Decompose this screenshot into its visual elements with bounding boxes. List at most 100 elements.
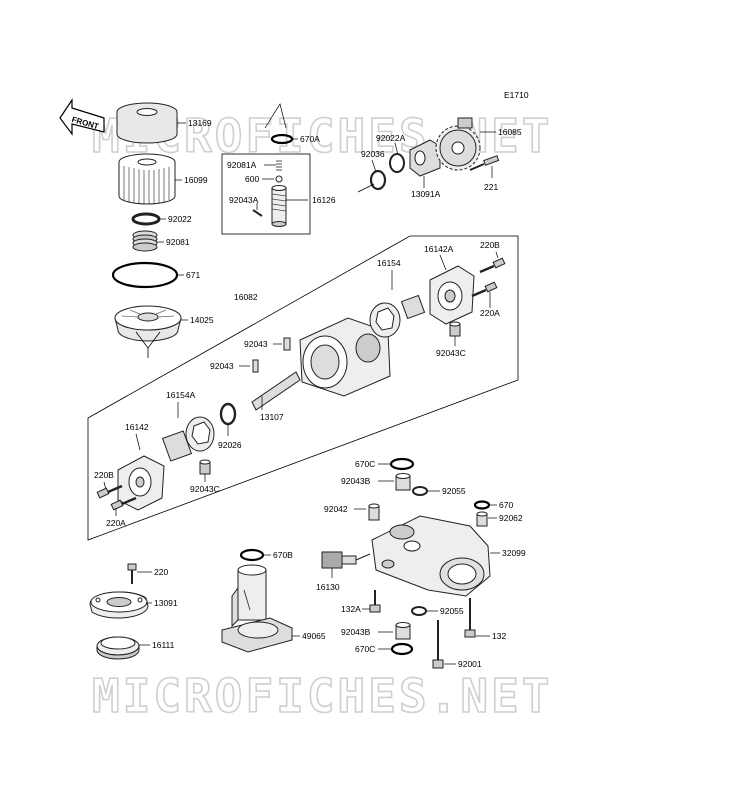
label-92043-a: 92043 bbox=[244, 339, 268, 349]
label-92055-bot: 92055 bbox=[440, 606, 464, 616]
label-16142A: 16142A bbox=[424, 244, 454, 254]
label-92026: 92026 bbox=[218, 440, 242, 450]
label-92043B-bot: 92043B bbox=[341, 627, 371, 637]
part-bolt-220A-bot bbox=[110, 496, 137, 511]
part-bolt-220B-bot bbox=[96, 484, 123, 499]
part-washer-92022 bbox=[131, 212, 161, 226]
part-bolt-132A bbox=[369, 590, 381, 613]
part-gear-16085 bbox=[435, 117, 481, 171]
part-bolt-132 bbox=[464, 598, 476, 638]
label-92043C-top: 92043C bbox=[436, 348, 466, 358]
part-housing-32099 bbox=[371, 515, 491, 597]
relief-valve-frame bbox=[221, 153, 311, 235]
label-92001: 92001 bbox=[458, 659, 482, 669]
label-132: 132 bbox=[492, 631, 506, 641]
part-rotor-16154-top bbox=[369, 294, 426, 338]
part-bolt-220A-top bbox=[471, 281, 498, 298]
part-pin-92043-b bbox=[252, 359, 259, 373]
part-spring-92081 bbox=[132, 230, 158, 252]
label-92043C-bot: 92043C bbox=[190, 484, 220, 494]
part-gear-shaft-13091A bbox=[409, 139, 441, 177]
label-132A: 132A bbox=[341, 604, 361, 614]
label-13107: 13107 bbox=[260, 412, 284, 422]
part-oring-671 bbox=[111, 261, 179, 289]
part-collar-92043B-bot bbox=[395, 622, 411, 640]
part-washer-92055-bot bbox=[411, 606, 427, 616]
label-600: 600 bbox=[245, 174, 259, 184]
front-arrow-icon: FRONT bbox=[59, 98, 105, 136]
part-cover-16142 bbox=[117, 455, 165, 511]
label-92043-b: 92043 bbox=[210, 361, 234, 371]
part-strainer-pipe-49065 bbox=[221, 564, 293, 653]
label-16154A: 16154A bbox=[166, 390, 196, 400]
label-220: 220 bbox=[154, 567, 168, 577]
part-pin-92043-a bbox=[283, 337, 291, 351]
label-670: 670 bbox=[499, 500, 513, 510]
label-14025: 14025 bbox=[190, 315, 214, 325]
label-16154-top: 16154 bbox=[377, 258, 401, 268]
pump-assembly-frame bbox=[87, 235, 519, 541]
part-washer-92022A bbox=[389, 153, 405, 173]
label-92081A: 92081A bbox=[227, 160, 257, 170]
part-bolt-221 bbox=[469, 155, 500, 171]
label-16111: 16111 bbox=[152, 640, 175, 650]
label-32099: 32099 bbox=[502, 548, 526, 558]
label-13091A: 13091A bbox=[411, 189, 441, 199]
part-dowel-92043C-top bbox=[449, 321, 461, 337]
reference-code: E1710 bbox=[504, 90, 529, 100]
part-ball-600 bbox=[275, 175, 283, 183]
part-pin-92043A bbox=[252, 209, 263, 217]
part-washer-92055-top bbox=[412, 486, 428, 496]
part-cover-16142A bbox=[429, 265, 475, 325]
label-220B-top: 220B bbox=[480, 240, 500, 250]
part-dowel-92043C-bot bbox=[199, 459, 211, 475]
part-shaft-13107 bbox=[251, 371, 301, 411]
label-92043A: 92043A bbox=[229, 195, 259, 205]
label-92022A: 92022A bbox=[376, 133, 406, 143]
part-relief-valve-16126 bbox=[271, 185, 287, 227]
label-670B: 670B bbox=[273, 550, 293, 560]
label-16126: 16126 bbox=[312, 195, 336, 205]
label-13169: 13169 bbox=[188, 118, 212, 128]
part-screen-14025 bbox=[114, 305, 182, 358]
part-dowel-92042 bbox=[368, 503, 380, 521]
label-670C-bot: 670C bbox=[355, 644, 375, 654]
part-bolt-220B-top bbox=[479, 257, 506, 274]
label-92036: 92036 bbox=[361, 149, 385, 159]
label-670A: 670A bbox=[300, 134, 320, 144]
part-oil-filter bbox=[118, 153, 176, 205]
label-16130: 16130 bbox=[316, 582, 340, 592]
label-92055-top: 92055 bbox=[442, 486, 466, 496]
part-collar-92043B-top bbox=[395, 473, 411, 491]
part-oil-filter-cap bbox=[116, 102, 178, 144]
part-spring-92081A bbox=[276, 160, 282, 171]
label-221: 221 bbox=[484, 182, 498, 192]
label-92042: 92042 bbox=[324, 504, 348, 514]
part-sensor-16130 bbox=[321, 551, 371, 569]
part-oring-670C-bot bbox=[390, 642, 414, 656]
part-circlip-92036 bbox=[369, 169, 387, 191]
label-16142: 16142 bbox=[125, 422, 149, 432]
label-92043B-top: 92043B bbox=[341, 476, 371, 486]
part-dowel-92062 bbox=[476, 511, 488, 527]
part-bolt-92001 bbox=[432, 620, 444, 669]
watermark-bottom: MICROFICHES.NET bbox=[92, 669, 552, 723]
label-92022: 92022 bbox=[168, 214, 192, 224]
label-13091: 13091 bbox=[154, 598, 178, 608]
label-670C-top: 670C bbox=[355, 459, 375, 469]
part-rotor-16154A bbox=[161, 416, 215, 462]
part-gasket-16111 bbox=[96, 636, 140, 660]
label-671: 671 bbox=[186, 270, 200, 280]
part-pump-body bbox=[299, 317, 391, 397]
label-16085: 16085 bbox=[498, 127, 522, 137]
label-49065: 49065 bbox=[302, 631, 326, 641]
part-oring-670C-top bbox=[389, 457, 415, 471]
label-16082: 16082 bbox=[234, 292, 258, 302]
label-92062: 92062 bbox=[499, 513, 523, 523]
part-oring-670B bbox=[239, 548, 265, 562]
part-washer-92026 bbox=[219, 402, 237, 426]
label-92081: 92081 bbox=[166, 237, 190, 247]
label-220A-bot: 220A bbox=[106, 518, 126, 528]
part-bolt-220 bbox=[127, 563, 137, 584]
